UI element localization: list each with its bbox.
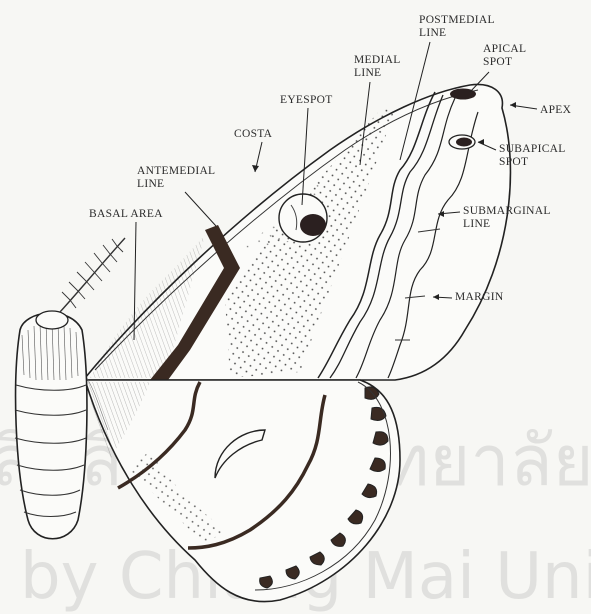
label-margin: MARGIN xyxy=(455,291,503,304)
label-eyespot: EYESPOT xyxy=(280,94,333,107)
abdomen xyxy=(16,313,87,539)
eyespot-pupil xyxy=(300,214,326,236)
head xyxy=(36,311,68,329)
antenna-icon xyxy=(60,238,125,312)
label-basal-area: BASAL AREA xyxy=(89,208,163,221)
label-apex: APEX xyxy=(540,104,571,117)
label-costa: COSTA xyxy=(234,128,272,141)
